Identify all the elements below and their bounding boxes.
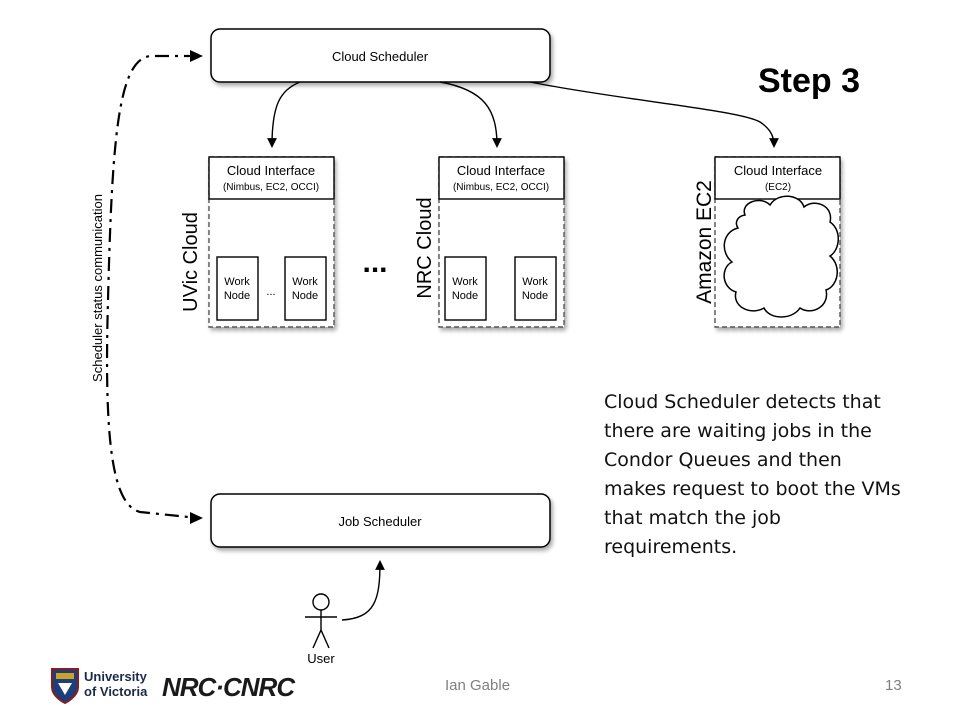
status-arrow-top	[190, 50, 203, 62]
uvic-line1: University	[84, 669, 147, 684]
ec2-cloud-shape	[723, 195, 839, 318]
ec2-interface-sub: (EC2)	[765, 182, 791, 193]
footer-page-number: 13	[885, 677, 902, 694]
arrow-to-nrc	[439, 81, 502, 148]
uvic-node1-line1: Work	[224, 276, 250, 288]
nrc-node2-line1: Work	[522, 276, 548, 288]
arrow-to-uvic	[267, 81, 301, 148]
status-communication-label: Scheduler status communication	[90, 194, 105, 382]
ec2-interface-title: Cloud Interface	[734, 163, 822, 178]
user-icon	[305, 593, 337, 649]
uvic-interface-sub: (Nimbus, EC2, OCCI)	[223, 182, 319, 193]
nrc-cloud-label: NRC Cloud	[414, 197, 436, 298]
nrc-interface-title: Cloud Interface	[457, 163, 545, 178]
cloud-ellipsis: ...	[362, 246, 387, 279]
ec2-cloud-label: Amazon EC2	[693, 180, 716, 304]
cloud-scheduler-label: Cloud Scheduler	[332, 49, 429, 64]
uvic-node2-line1: Work	[292, 276, 318, 288]
job-scheduler-label: Job Scheduler	[338, 514, 422, 529]
amazon-ec2-cloud: Cloud Interface (EC2) Amazon EC2	[693, 156, 841, 328]
arrow-to-ec2	[529, 81, 779, 148]
nrc-cloud: Cloud Interface (Nimbus, EC2, OCCI) NRC …	[414, 156, 565, 328]
uvic-node-ellipsis: ...	[266, 286, 275, 298]
nrc-interface-sub: (Nimbus, EC2, OCCI)	[453, 182, 549, 193]
nrc-node1-line2: Node	[452, 290, 478, 302]
uvic-node1-line2: Node	[224, 290, 250, 302]
cloud-scheduler-box: Cloud Scheduler	[210, 28, 551, 83]
user-label: User	[307, 651, 335, 666]
uvic-node2-line2: Node	[292, 290, 318, 302]
arrow-user-to-job-scheduler	[341, 560, 385, 621]
nrc-logo: NRC·CNRC	[162, 672, 295, 702]
nrc-node2-line2: Node	[522, 290, 548, 302]
uvic-crest-icon	[51, 668, 79, 705]
uvic-logo-text: University of Victoria	[84, 669, 147, 699]
status-arrow-bottom	[190, 512, 203, 524]
uvic-cloud-label: UVic Cloud	[180, 212, 202, 312]
uvic-interface-title: Cloud Interface	[227, 163, 315, 178]
slide-title: Step 3	[758, 62, 861, 100]
uvic-line2: of Victoria	[84, 684, 148, 699]
nrc-node1-line1: Work	[452, 276, 478, 288]
job-scheduler-box: Job Scheduler	[210, 493, 551, 548]
footer-author: Ian Gable	[445, 677, 511, 694]
slide-description: Cloud Scheduler detects that there are w…	[604, 391, 901, 558]
status-communication-line	[105, 54, 199, 520]
uvic-cloud: Cloud Interface (Nimbus, EC2, OCCI) UVic…	[180, 156, 335, 328]
